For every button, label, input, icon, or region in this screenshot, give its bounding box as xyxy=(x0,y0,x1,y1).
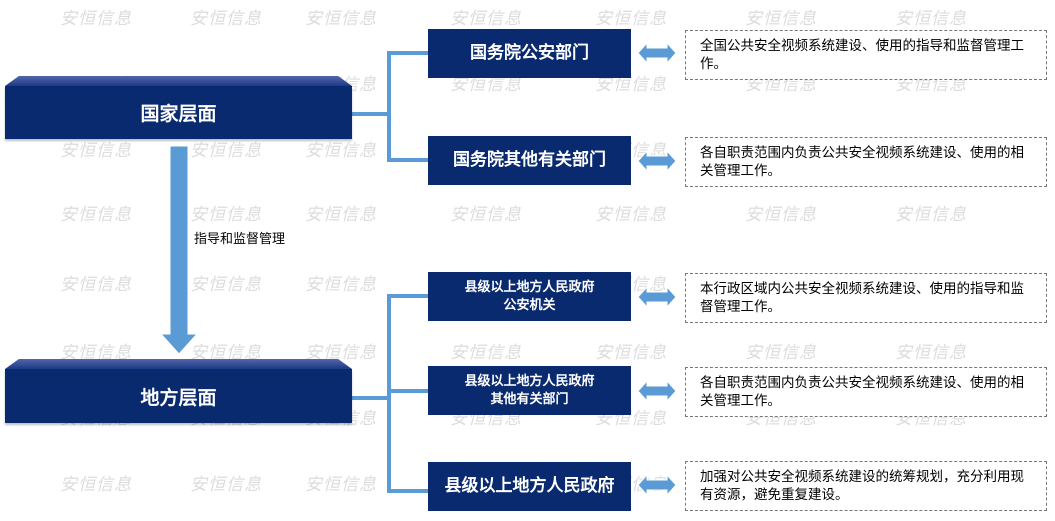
duty-text: 全国公共安全视频系统建设、使用的指导和监督管理工作。 xyxy=(700,37,1024,72)
double-arrow-icon xyxy=(637,380,677,402)
duty-box: 本行政区域内公共安全视频系统建设、使用的指导和监督管理工作。 xyxy=(685,273,1047,323)
duty-box: 全国公共安全视频系统建设、使用的指导和监督管理工作。 xyxy=(685,30,1047,80)
double-arrow-icon xyxy=(637,150,677,172)
vertical-arrow-label: 指导和监督管理 xyxy=(194,232,286,247)
national-bracket xyxy=(352,51,428,162)
local-level-label: 地方层面 xyxy=(140,386,217,409)
dept-label-line1: 县级以上地方人民政府 xyxy=(464,279,595,295)
dept-label-line2: 公安机关 xyxy=(503,297,556,313)
dept-label: 国务院其他有关部门 xyxy=(453,150,606,171)
national-level-label: 国家层面 xyxy=(140,103,217,125)
local-level-box: 地方层面 xyxy=(5,369,352,423)
dept-label-line2: 其他有关部门 xyxy=(490,391,569,407)
duty-box: 各自职责范围内负责公共安全视频系统建设、使用的相关管理工作。 xyxy=(685,137,1047,187)
dept-label: 国务院公安部门 xyxy=(470,43,589,64)
national-level-box: 国家层面 xyxy=(5,86,352,139)
down-arrow xyxy=(159,145,199,355)
dept-local-public-security: 县级以上地方人民政府 公安机关 xyxy=(428,272,631,321)
dept-public-security-state-council: 国务院公安部门 xyxy=(428,29,631,78)
dept-other-state-council: 国务院其他有关部门 xyxy=(428,136,631,185)
duty-box: 各自职责范围内负责公共安全视频系统建设、使用的相关管理工作。 xyxy=(685,367,1047,417)
duty-box: 加强对公共安全视频系统建设的统筹规划，充分利用现有资源，避免重复建设。 xyxy=(685,461,1047,511)
duty-text: 加强对公共安全视频系统建设的统筹规划，充分利用现有资源，避免重复建设。 xyxy=(700,468,1024,503)
double-arrow-icon xyxy=(637,42,677,64)
duty-text: 各自职责范围内负责公共安全视频系统建设、使用的相关管理工作。 xyxy=(700,374,1024,409)
double-arrow-icon xyxy=(637,474,677,496)
dept-local-government: 县级以上地方人民政府 xyxy=(428,462,631,511)
dept-label-line1: 县级以上地方人民政府 xyxy=(464,373,595,389)
local-bracket xyxy=(352,294,428,493)
double-arrow-icon xyxy=(637,286,677,308)
dept-label: 县级以上地方人民政府 xyxy=(444,476,615,497)
dept-local-other: 县级以上地方人民政府 其他有关部门 xyxy=(428,366,631,415)
duty-text: 各自职责范围内负责公共安全视频系统建设、使用的相关管理工作。 xyxy=(700,144,1024,179)
duty-text: 本行政区域内公共安全视频系统建设、使用的指导和监督管理工作。 xyxy=(700,280,1024,315)
